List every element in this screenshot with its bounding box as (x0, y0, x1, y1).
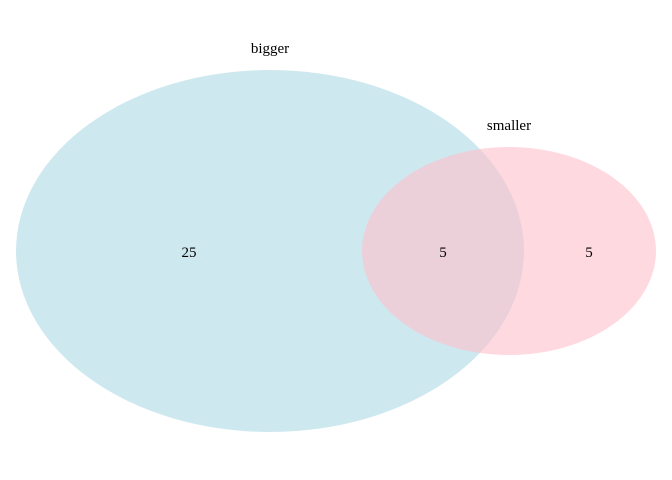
count-intersection: 5 (439, 245, 447, 261)
set-bigger-ellipse (16, 70, 524, 432)
set-smaller-label: smaller (487, 118, 531, 134)
count-smaller-only: 5 (585, 245, 593, 261)
count-bigger-only: 25 (182, 245, 197, 261)
set-bigger-label: bigger (251, 41, 289, 57)
set-smaller-ellipse (362, 147, 656, 355)
